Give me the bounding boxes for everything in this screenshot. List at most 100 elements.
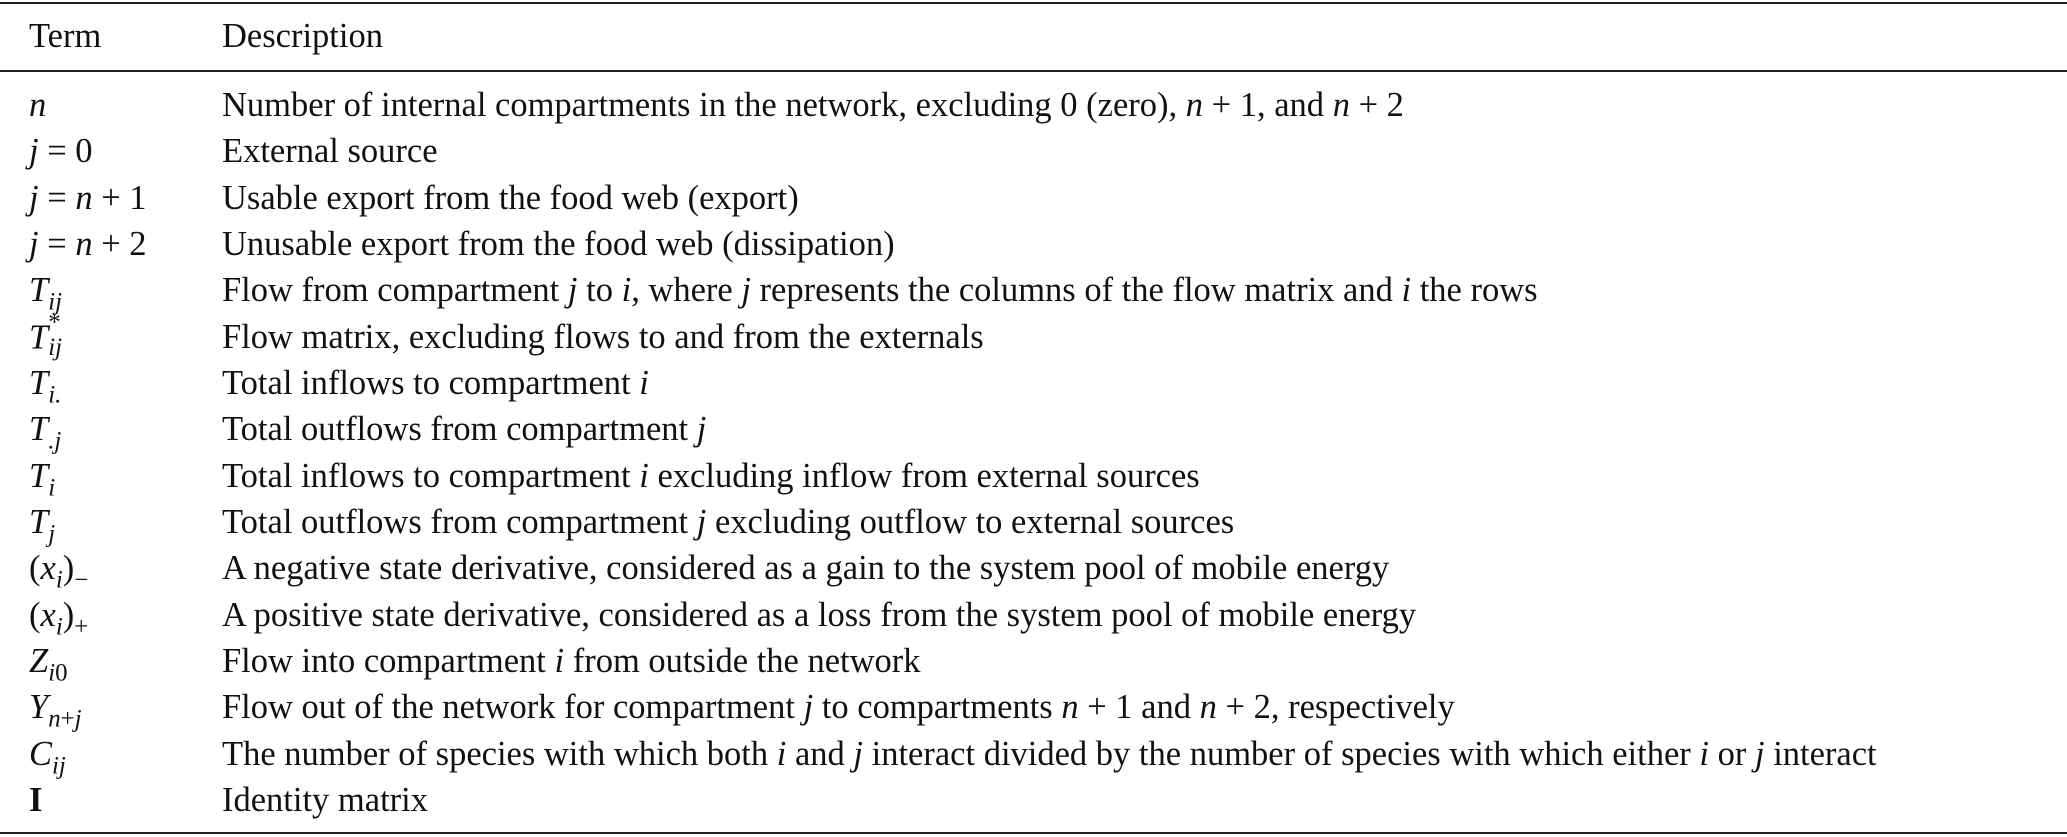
text-segment: n: [1199, 688, 1217, 727]
term-cell: Ti.: [29, 360, 62, 409]
text-segment: C: [29, 734, 53, 773]
description-cell: Usable export from the food web (export): [222, 175, 799, 221]
text-segment: excluding inflow from external sources: [648, 456, 1200, 495]
text-segment: Flow into compartment: [222, 641, 555, 680]
text-segment: *: [48, 308, 61, 336]
term-cell: T.j: [29, 406, 62, 455]
description-cell: Total outflows from compartment j: [222, 406, 706, 452]
text-segment: Flow from compartment: [222, 271, 568, 310]
term-cell: I: [29, 777, 42, 823]
text-segment: i.: [48, 381, 62, 409]
text-segment: the rows: [1411, 271, 1538, 310]
top-rule: [0, 2, 2067, 4]
text-segment: i: [554, 641, 565, 680]
text-segment: represents the columns of the flow matri…: [750, 271, 1402, 310]
description-cell: Total inflows to compartment i: [222, 360, 649, 406]
text-segment: + 1, and: [1203, 86, 1333, 124]
text-segment: I: [29, 780, 43, 819]
text-segment: +: [74, 613, 89, 641]
header-description: Description: [222, 17, 383, 55]
text-segment: j: [48, 520, 56, 548]
description-cell: A positive state derivative, considered …: [222, 592, 1416, 638]
text-segment: j: [1754, 734, 1765, 773]
text-segment: n: [75, 224, 93, 263]
description-cell: Total inflows to compartment i excluding…: [222, 453, 1200, 499]
table-row: (xi)− A negative state derivative, consid…: [0, 545, 2067, 594]
term-cell: Zi0: [29, 638, 68, 686]
text-segment: n: [1061, 688, 1079, 727]
text-segment: T: [29, 271, 49, 310]
text-segment: Unusable export from the food web (dissi…: [222, 224, 895, 263]
table-row: Zi0 Flow into compartment i from outside …: [0, 638, 2067, 686]
text-segment: i: [621, 271, 632, 310]
description-cell: Identity matrix: [222, 777, 428, 823]
term-cell: j = 0: [29, 128, 93, 174]
description-cell: The number of species with which both i …: [222, 731, 1877, 777]
text-segment: or: [1708, 734, 1755, 773]
description-cell: External source: [222, 128, 438, 174]
text-segment: i: [48, 474, 56, 502]
text-segment: i: [1401, 271, 1412, 310]
description-cell: A negative state derivative, considered …: [222, 545, 1389, 591]
text-segment: =: [38, 224, 76, 263]
text-segment: Number of internal compartments in the n…: [222, 86, 1186, 124]
text-segment: i: [776, 734, 787, 773]
text-segment: j: [741, 271, 751, 310]
text-segment: + 1: [92, 178, 147, 217]
text-segment: interact divided by the number of specie…: [863, 734, 1700, 773]
text-segment: T: [29, 318, 49, 357]
text-segment: , where: [631, 271, 742, 310]
text-segment: T: [29, 410, 49, 449]
text-segment: Usable export from the food web (export): [222, 178, 799, 217]
text-segment: External source: [222, 132, 438, 171]
text-segment: The number of species with which both: [222, 734, 777, 773]
text-segment: n: [1185, 86, 1204, 124]
text-segment: n: [1332, 86, 1350, 124]
text-segment: Total inflows to compartment: [222, 363, 640, 402]
text-segment: A negative state derivative, considered …: [222, 549, 1390, 588]
description-cell: Flow out of the network for compartment …: [222, 684, 1455, 730]
text-segment: j: [567, 271, 578, 310]
term-cell: Tj: [29, 499, 56, 548]
text-segment: T: [29, 363, 49, 402]
text-segment: j: [803, 688, 814, 727]
term-cell: Tij: [29, 267, 62, 315]
text-segment: +: [60, 705, 75, 733]
text-segment: Flow matrix, excluding flows to and from…: [222, 317, 984, 356]
description-cell: Unusable export from the food web (dissi…: [222, 221, 895, 267]
term-cell: T*ij: [29, 309, 76, 361]
text-segment: .j: [48, 427, 62, 455]
text-segment: ij: [52, 752, 66, 780]
text-segment: j: [696, 410, 707, 449]
term-cell: (xi)−: [29, 545, 88, 594]
text-segment: T: [29, 456, 49, 495]
header-term: Term: [29, 17, 102, 55]
text-segment: j: [29, 224, 39, 263]
sub-superscript: *ij: [48, 309, 76, 361]
description-cell: Flow into compartment i from outside the…: [222, 638, 921, 684]
term-cell: n: [29, 82, 46, 128]
text-segment: (: [29, 595, 41, 634]
text-segment: T: [29, 502, 49, 541]
table-row: T*ij Flow matrix, excluding flows to and …: [0, 309, 2067, 361]
text-segment: x: [40, 595, 56, 634]
text-segment: A positive state derivative, considered …: [222, 595, 1417, 634]
term-cell: Ti: [29, 453, 56, 502]
text-segment: = 0: [38, 132, 93, 171]
text-segment: Z: [29, 641, 49, 680]
text-segment: n: [29, 86, 47, 124]
text-segment: i: [55, 566, 63, 594]
text-segment: i: [639, 456, 649, 495]
text-segment: x: [40, 549, 56, 588]
table-row: j = 0 External source: [0, 128, 2067, 174]
table-row: I Identity matrix: [0, 777, 2067, 823]
text-segment: + 2: [92, 224, 147, 263]
description-cell: Flow from compartment j to i, where j re…: [222, 267, 1538, 313]
text-segment: + 2: [1349, 86, 1404, 124]
